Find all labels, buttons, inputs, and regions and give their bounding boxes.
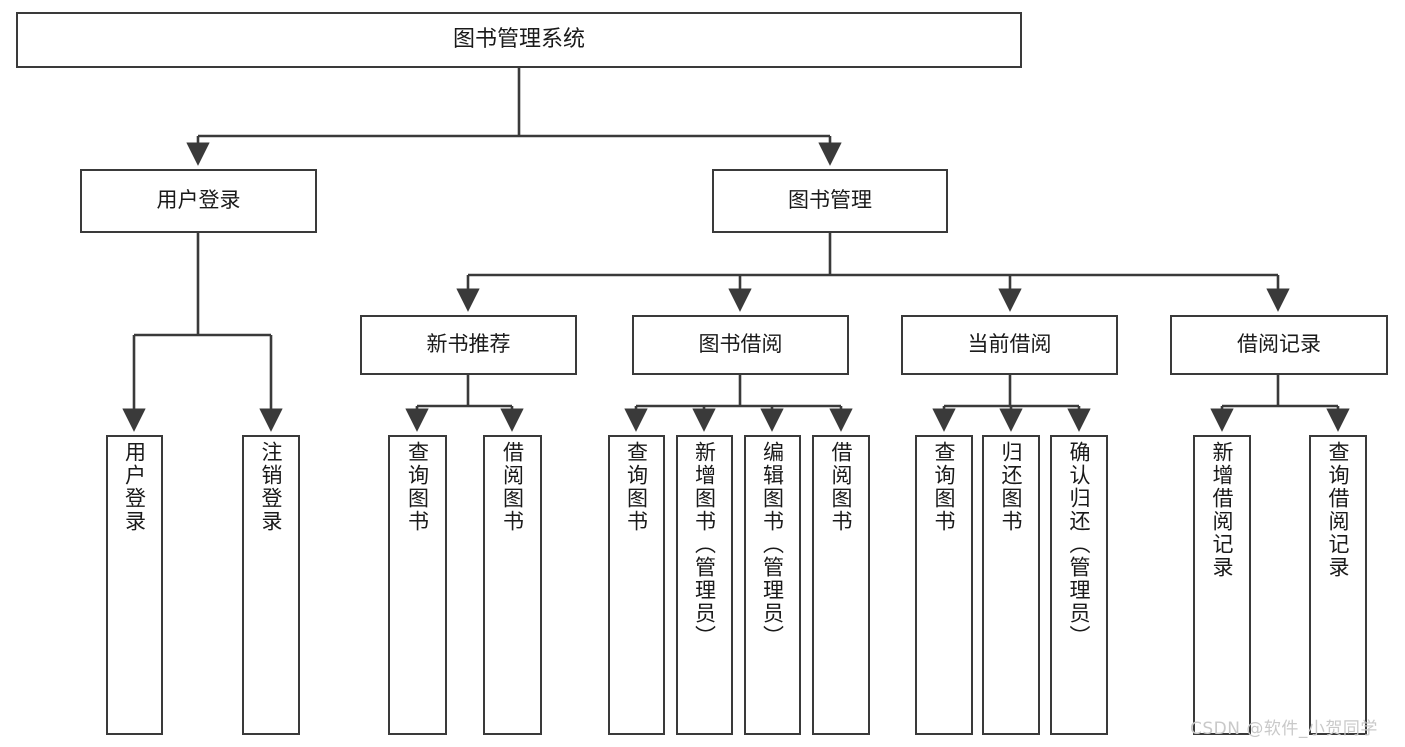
node-borrow-record[interactable]: 借阅记录 [1170,315,1388,375]
leaf-current-borrow-confirm-return[interactable]: 确认归还（管理员） [1050,435,1108,735]
node-book-management[interactable]: 图书管理 [712,169,948,233]
node-label: 新书推荐 [426,332,511,357]
node-label: 查询借阅记录 [1326,441,1351,579]
node-label: 新增借阅记录 [1210,441,1235,579]
leaf-borrow-record-query-record[interactable]: 查询借阅记录 [1309,435,1367,735]
node-label: 借阅记录 [1237,332,1321,357]
node-label: 用户登录 [156,188,241,213]
leaf-new-book-query-book[interactable]: 查询图书 [388,435,447,735]
node-label: 归还图书 [999,441,1024,533]
leaf-book-borrow-borrow-book[interactable]: 借阅图书 [812,435,870,735]
node-label: 借阅图书 [500,441,525,533]
node-book-borrow[interactable]: 图书借阅 [632,315,849,375]
node-label: 确认归还（管理员） [1067,441,1092,648]
leaf-book-borrow-add-book[interactable]: 新增图书（管理员） [676,435,733,735]
node-label: 图书借阅 [698,332,783,357]
leaf-user-login-login[interactable]: 用户登录 [106,435,163,735]
node-user-login[interactable]: 用户登录 [80,169,317,233]
node-current-borrow[interactable]: 当前借阅 [901,315,1118,375]
node-label: 借阅图书 [829,441,854,533]
leaf-new-book-borrow-book[interactable]: 借阅图书 [483,435,542,735]
node-label: 查询图书 [405,441,430,533]
node-label: 用户登录 [122,441,147,533]
leaf-current-borrow-query-book[interactable]: 查询图书 [915,435,973,735]
node-root-book-management-system[interactable]: 图书管理系统 [16,12,1022,68]
leaf-book-borrow-query-book[interactable]: 查询图书 [608,435,665,735]
leaf-user-login-logout[interactable]: 注销登录 [242,435,300,735]
leaf-book-borrow-edit-book[interactable]: 编辑图书（管理员） [744,435,801,735]
node-label: 注销登录 [259,441,284,533]
watermark: CSDN @软件_小贺同学 [1190,719,1378,739]
node-label: 查询图书 [932,441,957,533]
node-label: 查询图书 [624,441,649,533]
node-label: 新增图书（管理员） [692,441,717,648]
node-label: 当前借阅 [967,332,1052,357]
node-new-book-recommend[interactable]: 新书推荐 [360,315,577,375]
node-label: 图书管理 [788,188,872,213]
leaf-borrow-record-add-record[interactable]: 新增借阅记录 [1193,435,1251,735]
node-label: 图书管理系统 [452,26,585,52]
node-label: 编辑图书（管理员） [760,441,785,648]
leaf-current-borrow-return-book[interactable]: 归还图书 [982,435,1040,735]
